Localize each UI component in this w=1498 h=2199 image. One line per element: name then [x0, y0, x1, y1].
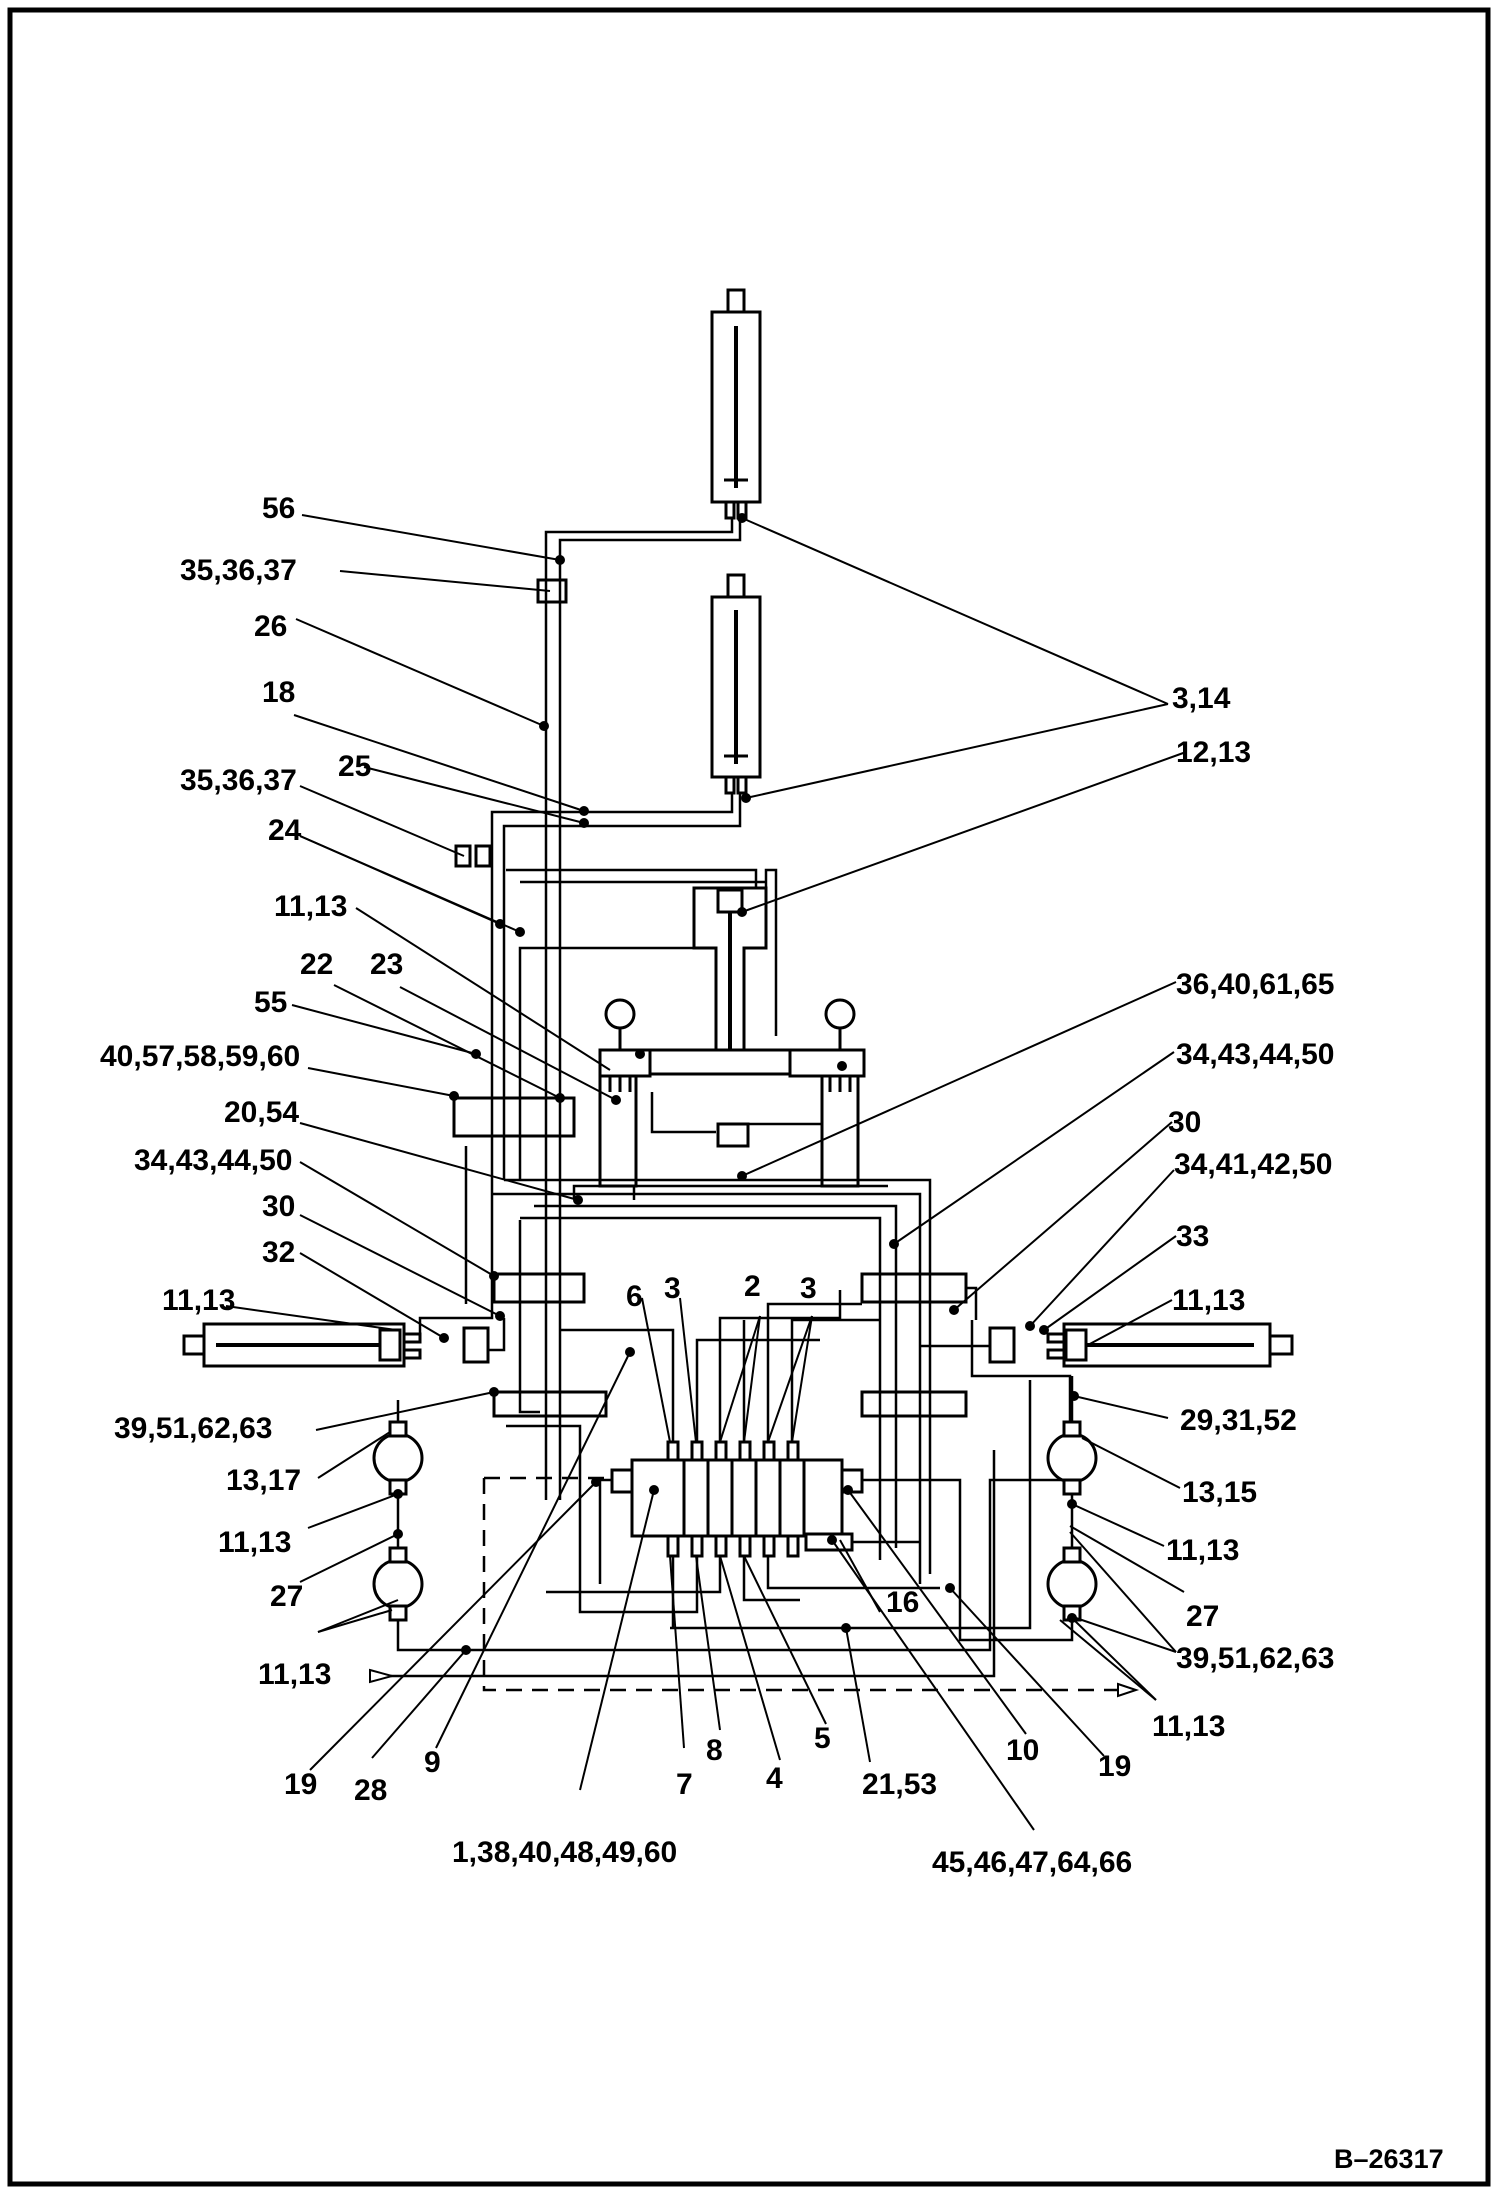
- callout-13-15: 13,15: [1182, 1476, 1257, 1509]
- callout-18: 18: [262, 676, 295, 709]
- arrow-right-icon: [1117, 1682, 1140, 1698]
- callout-16: 16: [886, 1586, 919, 1619]
- callout-11-13-a: 11,13: [274, 890, 347, 923]
- connection-dots: [393, 513, 1079, 1655]
- motor-left-lower: [372, 1546, 424, 1622]
- callout-55: 55: [254, 986, 287, 1019]
- callout-11-13-c: 11,13: [218, 1526, 291, 1559]
- callout-24: 24: [268, 814, 302, 847]
- callout-11-13-g: 11,13: [1152, 1710, 1225, 1743]
- callout-30-b: 30: [1168, 1106, 1201, 1139]
- callout-3-14: 3,14: [1172, 682, 1231, 715]
- callout-29-31-52: 29,31,52: [1180, 1404, 1297, 1437]
- callout-40-57-58-59-60: 40,57,58,59,60: [100, 1040, 300, 1073]
- callout-32: 32: [262, 1236, 295, 1269]
- callout-19-a: 19: [284, 1768, 317, 1801]
- arrow-left-icon: [369, 1668, 396, 1684]
- drawing-border: [7, 7, 1491, 2187]
- callout-56: 56: [262, 492, 295, 525]
- callout-45-46-47-64-66: 45,46,47,64,66: [932, 1846, 1132, 1879]
- motor-left-upper: [372, 1420, 424, 1496]
- leader-lines: [225, 514, 1187, 1831]
- callouts-right: 3,14 12,13 36,40,61,65 34,43,44,50 30 34…: [1152, 682, 1334, 1743]
- cylinder-middle: [710, 573, 762, 795]
- callout-11-13-f: 11,13: [1166, 1534, 1239, 1567]
- callout-7: 7: [676, 1768, 693, 1801]
- callout-10: 10: [1006, 1734, 1039, 1767]
- callout-34-41-42-50: 34,41,42,50: [1174, 1148, 1332, 1181]
- callout-22: 22: [300, 948, 333, 981]
- callout-27-a: 27: [270, 1580, 303, 1613]
- callout-11-13-d: 11,13: [258, 1658, 331, 1691]
- callout-8: 8: [706, 1734, 723, 1767]
- callout-27-b: 27: [1186, 1600, 1219, 1633]
- manifold-left-a: [492, 1272, 586, 1304]
- callout-35-36-37-a: 35,36,37: [180, 554, 297, 587]
- callout-33: 33: [1176, 1220, 1209, 1253]
- callout-39-51-62-63-b: 39,51,62,63: [1176, 1642, 1334, 1675]
- callout-25: 25: [338, 750, 371, 783]
- callout-5: 5: [814, 1722, 831, 1755]
- callout-30-a: 30: [262, 1190, 295, 1223]
- callout-1-38-40-48-49-60: 1,38,40,48,49,60: [452, 1836, 677, 1869]
- dashed-lines: [482, 1476, 1120, 1692]
- callout-13-17: 13,17: [226, 1464, 301, 1497]
- components: [182, 288, 1294, 1622]
- motor-right-upper: [1046, 1420, 1098, 1496]
- callout-26: 26: [254, 610, 287, 643]
- callout-6: 6: [626, 1280, 643, 1313]
- callout-23: 23: [370, 948, 403, 981]
- manifold-right-b: [860, 1390, 968, 1418]
- callout-39-51-62-63-a: 39,51,62,63: [114, 1412, 272, 1445]
- callout-4: 4: [766, 1762, 783, 1795]
- cylinder-top: [710, 288, 762, 520]
- drawing-reference-number: B–26317: [1334, 2144, 1444, 2174]
- callout-34-43-44-50-b: 34,43,44,50: [1176, 1038, 1334, 1071]
- callout-11-13-e: 11,13: [1172, 1284, 1245, 1317]
- callout-20-54: 20,54: [224, 1096, 299, 1129]
- manifold-left-upper: [452, 1096, 576, 1138]
- callout-3-b: 3: [800, 1272, 817, 1305]
- callout-2: 2: [744, 1270, 761, 1303]
- callouts-valve: 6 3 2 3 7 8 4 5 21,53 10 19 16 45,46,47,…: [626, 1270, 1132, 1879]
- callout-34-43-44-50-a: 34,43,44,50: [134, 1144, 292, 1177]
- callout-19-b: 19: [1098, 1750, 1131, 1783]
- callout-36-40-61-65: 36,40,61,65: [1176, 968, 1334, 1001]
- callout-3-a: 3: [664, 1272, 681, 1305]
- mast-frame: [598, 886, 866, 1188]
- manifold-right-a: [860, 1272, 968, 1304]
- callout-11-13-b: 11,13: [162, 1284, 235, 1317]
- cylinder-left: [182, 1322, 490, 1368]
- valve-bank: [610, 1440, 864, 1558]
- motor-right-lower: [1046, 1546, 1098, 1622]
- callouts-left: 56 35,36,37 26 18 35,36,37 25 24 11,13 2…: [100, 492, 677, 1869]
- cylinder-right: [988, 1322, 1294, 1368]
- manifold-left-b: [492, 1390, 608, 1418]
- callout-9: 9: [424, 1746, 441, 1779]
- callout-21-53: 21,53: [862, 1768, 937, 1801]
- callout-12-13: 12,13: [1176, 736, 1251, 769]
- clamp-block-left-b: [474, 844, 492, 868]
- callout-28: 28: [354, 1774, 387, 1807]
- callout-35-36-37-b: 35,36,37: [180, 764, 297, 797]
